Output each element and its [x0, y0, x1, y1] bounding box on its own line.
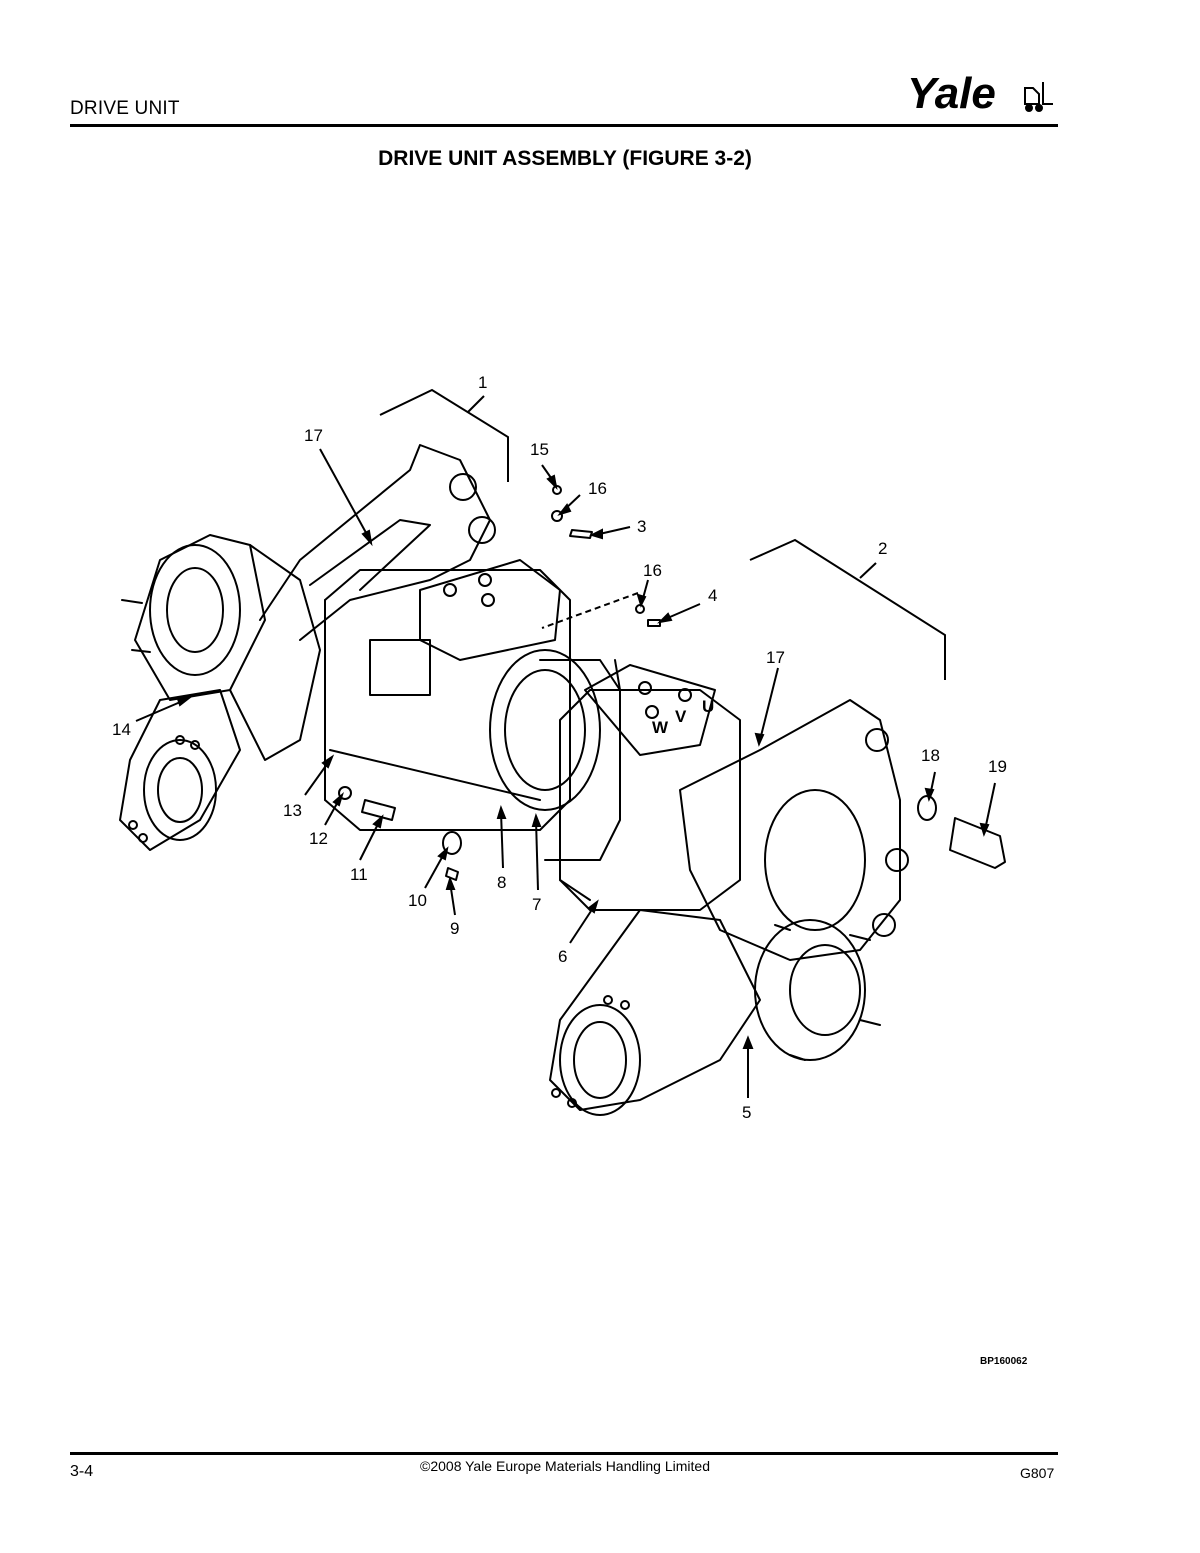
brand-wordmark: Yale [907, 69, 996, 118]
page-header: DRIVE UNIT Yale [0, 0, 1200, 130]
yale-logo: Yale [907, 69, 1053, 118]
callout-6: 6 [558, 947, 567, 966]
callout-14: 14 [112, 720, 131, 739]
callout-12: 12 [309, 829, 328, 848]
callout-16a: 16 [588, 479, 607, 498]
document-code: G807 [1020, 1465, 1055, 1481]
copyright-notice: ©2008 Yale Europe Materials Handling Lim… [420, 1458, 710, 1474]
callout-15: 15 [530, 440, 549, 459]
loose-hardware [338, 485, 1006, 881]
page-number: 3-4 [70, 1463, 94, 1480]
header-rule [70, 124, 1058, 127]
figure-id: BP160062 [980, 1356, 1028, 1367]
callout-17a: 17 [304, 426, 323, 445]
callout-13: 13 [283, 801, 302, 820]
terminal-w: W [652, 718, 669, 737]
section-title: DRIVE UNIT [70, 98, 180, 119]
bracket-2 [749, 538, 946, 680]
drive-motor [324, 559, 571, 831]
callout-5: 5 [742, 1103, 751, 1122]
bracket-1 [379, 388, 509, 482]
callout-9: 9 [450, 919, 459, 938]
callout-labels: 1 2 3 4 5 6 7 8 9 10 11 12 13 14 15 16 1… [112, 373, 1007, 1122]
left-gear-housing [119, 534, 321, 851]
callout-3: 3 [637, 517, 646, 536]
callout-4: 4 [708, 586, 717, 605]
motor-coupling [489, 649, 621, 861]
terminal-u: U [702, 697, 714, 716]
callout-17b: 17 [766, 648, 785, 667]
forklift-icon [1024, 82, 1053, 112]
callout-7: 7 [532, 895, 541, 914]
callout-2: 2 [878, 539, 887, 558]
callout-19: 19 [988, 757, 1007, 776]
callout-18: 18 [921, 746, 940, 765]
page-title: DRIVE UNIT ASSEMBLY (FIGURE 3-2) [378, 147, 752, 170]
traction-motor [559, 659, 741, 911]
callout-8: 8 [497, 873, 506, 892]
right-gear-housing [549, 699, 909, 1116]
callout-10: 10 [408, 891, 427, 910]
callout-16b: 16 [643, 561, 662, 580]
callout-11: 11 [350, 865, 368, 884]
footer-rule [70, 1452, 1058, 1455]
callout-1: 1 [478, 373, 487, 392]
terminal-v: V [675, 707, 687, 726]
left-mounting-bracket [259, 444, 496, 641]
